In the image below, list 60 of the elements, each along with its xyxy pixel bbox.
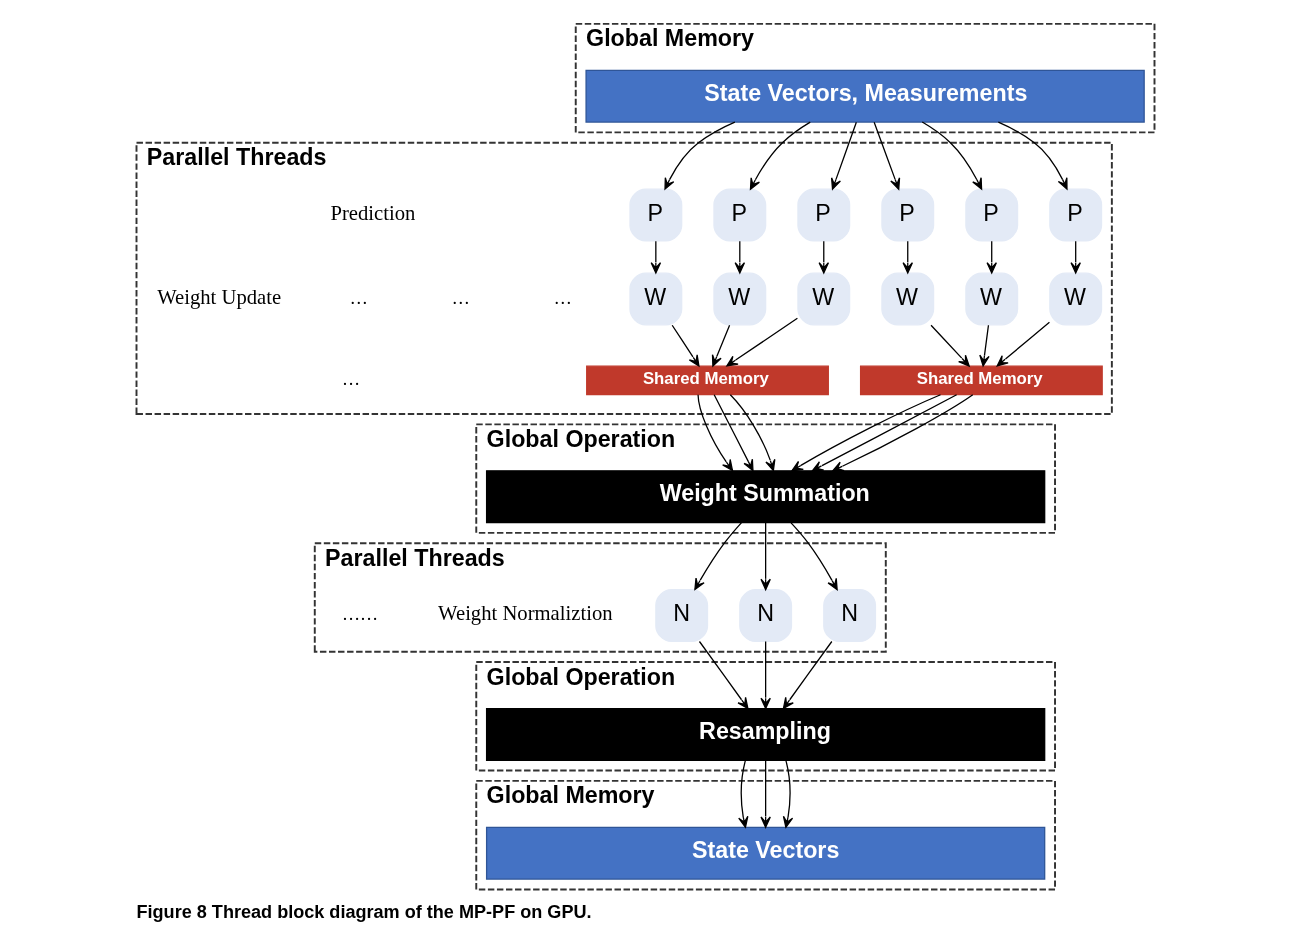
arrow — [713, 394, 754, 472]
arrow — [693, 521, 742, 591]
node-box: P — [628, 188, 682, 242]
arrow — [789, 522, 838, 591]
caption: Figure 8 Thread block diagram of the MP-PF on GPU. — [136, 902, 592, 923]
arrow — [711, 324, 730, 367]
node-box: W — [628, 272, 682, 326]
node-box: Shared Memory — [585, 365, 829, 396]
node-box: Weight Summation — [485, 470, 1045, 524]
label: Weight Normaliztion — [437, 602, 613, 625]
node-box: W — [964, 272, 1018, 326]
arrow — [978, 324, 990, 367]
label: …… — [341, 604, 378, 625]
arrow — [650, 240, 661, 274]
arrow — [737, 759, 748, 828]
node-box: W — [796, 272, 850, 326]
arrow — [782, 640, 832, 710]
node-box: W — [712, 272, 766, 326]
arrow — [729, 394, 775, 472]
arrow — [663, 121, 735, 190]
label: Weight Update — [156, 285, 281, 308]
label: … — [451, 287, 470, 308]
arrow — [671, 324, 700, 367]
arrow — [734, 240, 745, 274]
arrow — [696, 394, 733, 472]
arrow — [759, 759, 771, 828]
node-box: P — [796, 188, 850, 242]
arrow — [759, 522, 771, 591]
arrow — [901, 240, 913, 274]
node-box: P — [880, 188, 934, 242]
node-box: N — [822, 589, 876, 643]
arrow — [985, 240, 997, 274]
arrow — [873, 121, 900, 190]
node-box: Shared Memory — [859, 365, 1103, 396]
arrow — [698, 640, 748, 710]
node-box: W — [1048, 272, 1102, 326]
node-box: State Vectors, Measurements — [584, 69, 1145, 123]
arrow — [996, 321, 1050, 367]
arrow — [749, 121, 811, 190]
node-box: N — [738, 589, 792, 643]
arrow — [997, 121, 1068, 190]
arrow — [1069, 240, 1081, 274]
node-box: Resampling — [485, 707, 1045, 761]
arrow — [818, 240, 829, 274]
label: … — [553, 287, 572, 308]
node-box: P — [712, 188, 766, 242]
node-box: P — [1048, 188, 1102, 242]
label: Prediction — [329, 201, 415, 224]
arrow — [830, 121, 857, 190]
node-box: N — [654, 589, 708, 643]
node-box: P — [964, 188, 1018, 242]
label: … — [341, 369, 360, 390]
node-box: State Vectors — [485, 826, 1045, 880]
node-box: W — [880, 272, 934, 326]
label: … — [349, 287, 368, 308]
arrow — [759, 640, 771, 710]
arrow — [929, 324, 970, 367]
arrow — [782, 759, 793, 828]
arrow — [921, 121, 982, 190]
arrow — [725, 317, 798, 367]
